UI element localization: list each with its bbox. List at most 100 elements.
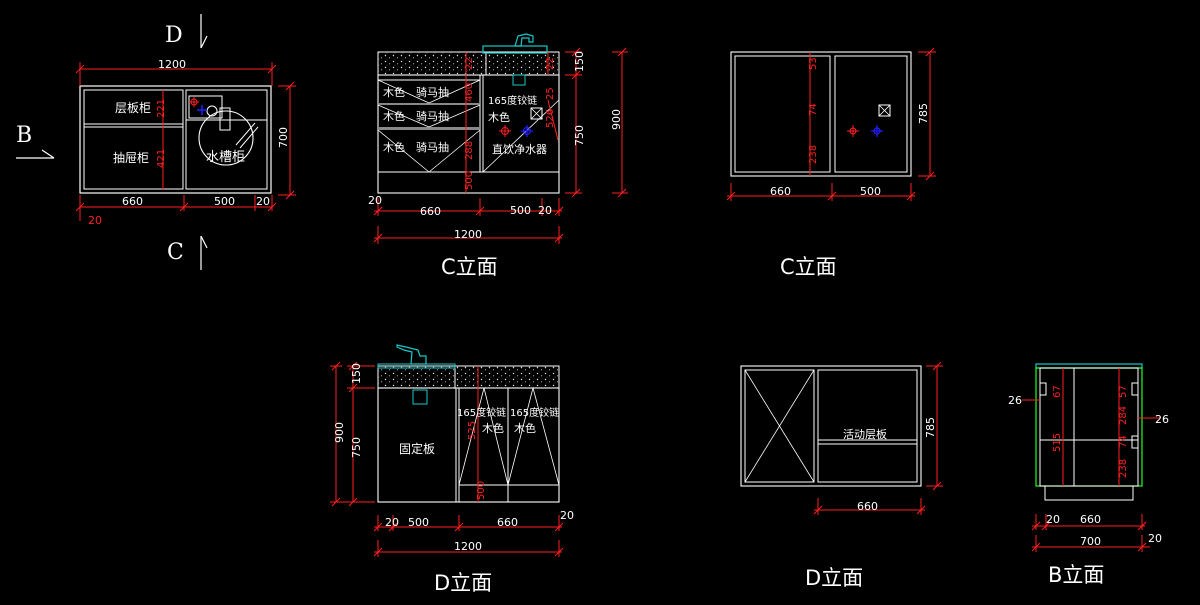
c-back-dim-660: 660 bbox=[770, 185, 791, 198]
d-front-fixed-panel: 固定板 bbox=[399, 441, 435, 456]
c-back-dim-785: 785 bbox=[917, 103, 930, 124]
b-dim-238: 238 bbox=[1118, 459, 1129, 478]
c-back-dim-500: 500 bbox=[860, 185, 881, 198]
c-front-elevation: 木色 骑马抽 木色 骑马抽 木色 骑马抽 165度铰链 木色 直饮净水器 22 … bbox=[368, 33, 628, 279]
c-back-title: C立面 bbox=[780, 255, 837, 279]
c-front-ride1: 骑马抽 bbox=[416, 85, 449, 99]
c-front-dim-20b: 20 bbox=[538, 204, 552, 217]
c-front-dim-20: 20 bbox=[368, 194, 382, 207]
plan-dim-20-left: 20 bbox=[88, 214, 102, 227]
d-front-dim-150: 150 bbox=[350, 363, 363, 384]
c-front-ride2: 骑马抽 bbox=[416, 109, 449, 123]
c-front-ride3: 骑马抽 bbox=[416, 140, 449, 154]
b-dim-26-right: 26 bbox=[1155, 413, 1169, 426]
plan-dim-421: 421 bbox=[156, 149, 167, 168]
d-front-dim-525: 525 bbox=[467, 421, 478, 440]
b-dim-26-left: 26 bbox=[1008, 394, 1022, 407]
c-front-dim-500: 500 bbox=[464, 171, 475, 190]
d-back-title: D立面 bbox=[805, 566, 863, 590]
b-dimensions bbox=[1031, 514, 1150, 552]
c-front-dimensions bbox=[373, 47, 628, 244]
section-marker-d: D bbox=[165, 14, 208, 49]
d-back-elevation: 活动层板 785 660 D立面 bbox=[740, 361, 943, 590]
plan-blue-crosshair bbox=[197, 105, 207, 115]
section-label-c: C bbox=[167, 240, 184, 265]
b-dim-20: 20 bbox=[1046, 513, 1060, 526]
c-front-wood3: 木色 bbox=[383, 140, 405, 154]
section-label-b: B bbox=[16, 123, 32, 148]
c-back-dim-53: 53 bbox=[808, 57, 819, 70]
c-front-dim-25: 25 bbox=[545, 87, 556, 100]
plan-dim-20-right: 20 bbox=[256, 195, 270, 208]
d-front-dim-500v: 500 bbox=[476, 481, 487, 500]
b-dim-284: 284 bbox=[1118, 406, 1129, 425]
plan-dim-660: 660 bbox=[122, 195, 143, 208]
c-front-dim-660: 660 bbox=[420, 205, 441, 218]
d-front-dim-20b: 20 bbox=[560, 509, 574, 522]
d-front-wood2: 木色 bbox=[514, 421, 536, 435]
d-front-dim-660: 660 bbox=[497, 516, 518, 529]
c-front-dim-900: 900 bbox=[610, 109, 623, 130]
c-front-wood1: 木色 bbox=[383, 85, 405, 99]
c-front-dim-22b: 22 bbox=[545, 57, 556, 70]
sink-bowl-outline bbox=[198, 110, 254, 166]
c-front-red-marker bbox=[499, 125, 511, 137]
d-front-title: D立面 bbox=[434, 571, 492, 595]
plan-dim-700: 700 bbox=[277, 127, 290, 148]
d-front-hinge2: 165度铰链 bbox=[510, 406, 559, 419]
plan-red-crosshair bbox=[189, 97, 199, 107]
c-front-dim-750: 750 bbox=[573, 125, 586, 146]
d-front-dim-500: 500 bbox=[408, 516, 429, 529]
c-front-dim-460: 460 bbox=[464, 83, 475, 102]
c-back-dim-74: 74 bbox=[808, 103, 819, 116]
plan-dim-1200: 1200 bbox=[158, 58, 186, 71]
c-front-wood-right: 木色 bbox=[488, 110, 510, 124]
b-dim-515: 515 bbox=[1052, 433, 1063, 452]
b-elevation: 26 26 67 515 57 284 74 238 20 660 700 20… bbox=[1008, 363, 1169, 587]
plan-dim-221: 221 bbox=[156, 99, 167, 118]
c-front-dim-150: 150 bbox=[573, 51, 586, 72]
c-back-blue-marker bbox=[871, 125, 883, 137]
d-front-dim-20: 20 bbox=[385, 516, 399, 529]
d-front-dim-900: 900 bbox=[333, 422, 346, 443]
b-dim-67: 67 bbox=[1052, 385, 1063, 398]
d-front-wood1: 木色 bbox=[482, 421, 504, 435]
d-back-dim-660: 660 bbox=[857, 500, 878, 513]
plan-shelf-label: 层板柜 bbox=[115, 101, 151, 115]
b-dim-700: 700 bbox=[1080, 535, 1101, 548]
c-front-title: C立面 bbox=[441, 255, 498, 279]
c-back-red-marker bbox=[847, 125, 859, 137]
c-front-dim-288: 288 bbox=[464, 141, 475, 160]
d-back-dimensions bbox=[813, 361, 943, 515]
b-title: B立面 bbox=[1048, 563, 1104, 587]
plan-dim-500: 500 bbox=[214, 195, 235, 208]
b-dim-74: 74 bbox=[1118, 435, 1129, 448]
d-front-dimensions bbox=[330, 361, 564, 557]
d-front-dim-750: 750 bbox=[350, 437, 363, 458]
c-front-blue-marker bbox=[521, 125, 533, 137]
c-back-dimensions bbox=[726, 47, 936, 201]
plan-sink-label: 水槽柜 bbox=[206, 150, 245, 165]
c-front-purifier: 直饮净水器 bbox=[492, 142, 547, 156]
d-front-dim-1200: 1200 bbox=[454, 540, 482, 553]
section-marker-c: C bbox=[167, 235, 208, 270]
c-front-wood2: 木色 bbox=[383, 109, 405, 123]
d-back-shelf: 活动层板 bbox=[843, 427, 887, 441]
c-front-dim-526: 526 bbox=[545, 109, 556, 128]
b-dim-20b: 20 bbox=[1148, 532, 1162, 545]
c-front-dim-500b: 500 bbox=[510, 204, 531, 217]
c-front-dim-1200: 1200 bbox=[454, 228, 482, 241]
d-front-hinge1: 165度铰链 bbox=[457, 406, 506, 419]
b-dim-57: 57 bbox=[1118, 385, 1129, 398]
c-back-elevation: 53 74 238 660 500 785 C立面 bbox=[726, 47, 936, 279]
c-front-dim-22: 22 bbox=[464, 57, 475, 70]
plan-view: 层板柜 抽屉柜 水槽柜 221 421 1200 660 500 20 20 7… bbox=[75, 58, 296, 227]
plan-drawer-label: 抽屉柜 bbox=[113, 151, 149, 165]
b-dim-660: 660 bbox=[1080, 513, 1101, 526]
d-front-elevation: 固定板 165度铰链 木色 165度铰链 木色 525 500 150 750 … bbox=[330, 344, 574, 595]
c-back-dim-238: 238 bbox=[808, 145, 819, 164]
d-back-dim-785: 785 bbox=[924, 417, 937, 438]
plan-dimensions bbox=[75, 62, 296, 221]
section-marker-b: B bbox=[16, 123, 55, 159]
